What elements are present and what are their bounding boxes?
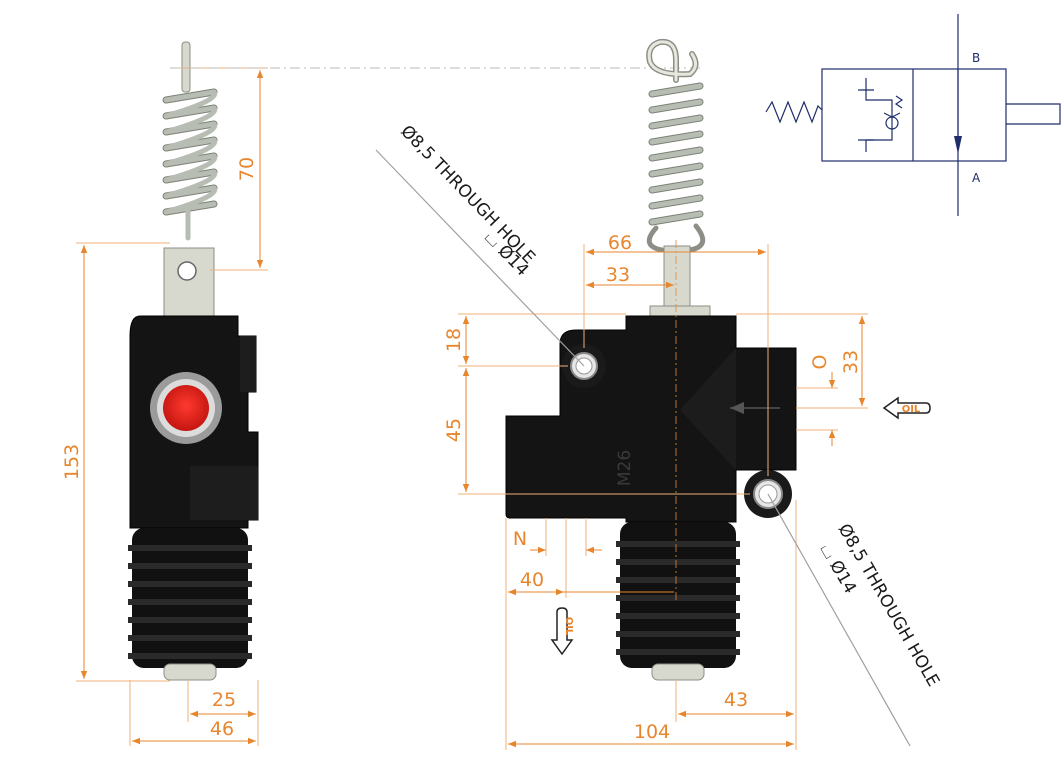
hole-note-top: Ø8,5 THROUGH HOLE ⌴ Ø14: [396, 122, 538, 281]
dim-40: 40: [520, 569, 544, 591]
front-stem: [663, 245, 691, 313]
dim-104: 104: [634, 721, 670, 743]
dim-18: 18: [443, 328, 465, 352]
left-port-plug: [163, 385, 209, 431]
dim-45: 45: [443, 418, 465, 442]
svg-text:OIL: OIL: [902, 404, 921, 415]
symbol-spring-icon: [765, 100, 823, 124]
left-bottom-pin: [163, 663, 217, 681]
dim-46: 46: [210, 718, 234, 740]
oil-inlet-arrow: OIL: [882, 396, 931, 420]
left-spring-hook: [181, 41, 191, 93]
symbol-flow-arrow-icon: [954, 136, 962, 154]
hole-note-bottom: Ø8,5 THROUGH HOLE ⌴ Ø14: [816, 521, 944, 691]
left-lever-plate: [163, 247, 215, 321]
front-bottom-pin: [651, 663, 705, 681]
front-view: M26 66 33 18 45 33: [375, 38, 944, 750]
dim-43: 43: [724, 689, 748, 711]
oil-outlet-arrow: OIL: [550, 607, 574, 656]
dim-33-right: 33: [840, 350, 862, 374]
front-bellows: [616, 522, 740, 668]
symbol-port-a: A: [972, 171, 981, 185]
symbol-port-b: B: [972, 51, 980, 65]
svg-text:Ø8,5 THROUGH HOLE: Ø8,5 THROUGH HOLE: [834, 521, 944, 691]
left-view: 70 153 25 46: [61, 41, 268, 746]
dim-25: 25: [212, 689, 236, 711]
dim-66: 66: [608, 232, 632, 254]
left-bellows: [128, 528, 252, 668]
dim-153: 153: [61, 444, 83, 480]
svg-text:OIL: OIL: [563, 617, 574, 636]
left-spring: [162, 88, 218, 241]
front-spring: [646, 82, 706, 253]
left-lever-hole: [177, 261, 197, 281]
symbol-actuator-icon: [1006, 103, 1061, 125]
dim-N: N: [513, 528, 527, 550]
dim-33-top: 33: [606, 264, 630, 286]
dim-O: O: [809, 355, 831, 370]
hydraulic-symbol: B A: [765, 14, 1061, 216]
body-marking: M26: [615, 450, 635, 486]
svg-text:Ø8,5 THROUGH HOLE: Ø8,5 THROUGH HOLE: [396, 122, 538, 269]
dim-70: 70: [236, 157, 258, 181]
